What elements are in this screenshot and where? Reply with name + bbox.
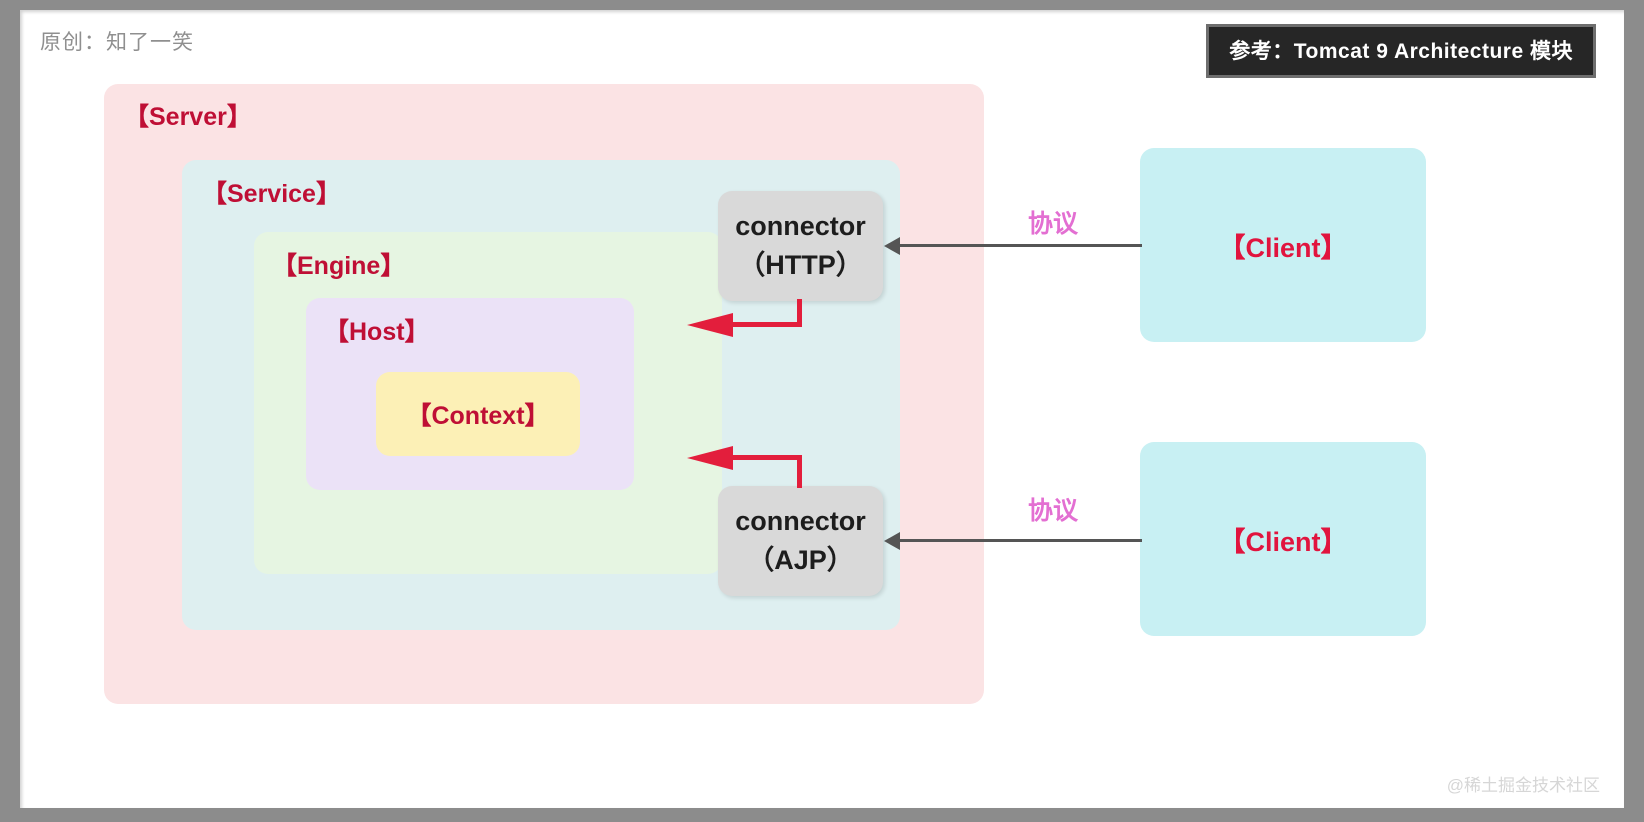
connector-http-node: connector （HTTP）: [718, 191, 883, 301]
arrow-http-to-engine-horizontal: [732, 322, 802, 327]
engine-label: 【Engine】: [272, 252, 406, 280]
author-credit: 原创：知了一笑: [40, 31, 194, 54]
client-node-bottom: 【Client】: [1140, 442, 1426, 636]
frame-border-right: [1624, 0, 1644, 822]
client-node-top: 【Client】: [1140, 148, 1426, 342]
context-label: 【Context】: [406, 402, 550, 430]
server-container: 【Server】 【Service】 【Engine】 【Host】 【Cont…: [104, 84, 984, 704]
arrow-ajp-to-host-vertical: [797, 455, 802, 488]
protocol-label-top: 协议: [1028, 210, 1079, 238]
arrow-http-to-engine-head-icon: [687, 313, 733, 337]
host-label: 【Host】: [324, 318, 430, 346]
reference-badge: 参考：Tomcat 9 Architecture 模块: [1206, 24, 1596, 78]
host-container: 【Host】 【Context】: [306, 298, 634, 490]
arrow-client-bottom-to-ajp-head-icon: [884, 532, 900, 550]
arrow-ajp-to-host-head-icon: [687, 446, 733, 470]
connector-http-title: connector: [735, 210, 866, 241]
frame-border-top: [0, 0, 1644, 10]
arrow-ajp-to-host-horizontal: [732, 455, 802, 460]
arrow-client-top-to-http-line: [896, 244, 1142, 247]
connector-ajp-protocol: （AJP）: [747, 545, 854, 575]
engine-container: 【Engine】 【Host】 【Context】: [254, 232, 722, 574]
server-label: 【Server】: [124, 103, 252, 131]
context-container: 【Context】: [376, 372, 580, 456]
site-watermark: @稀土掘金技术社区: [1446, 776, 1600, 795]
service-label: 【Service】: [202, 180, 341, 208]
arrow-http-to-engine-vertical: [797, 299, 802, 326]
connector-ajp-node: connector （AJP）: [718, 486, 883, 596]
connector-http-protocol: （HTTP）: [738, 250, 863, 280]
arrow-client-bottom-to-ajp-line: [896, 539, 1142, 542]
arrow-client-top-to-http-head-icon: [884, 237, 900, 255]
frame-border-bottom: [0, 808, 1644, 822]
protocol-label-bottom: 协议: [1028, 497, 1079, 525]
connector-ajp-title: connector: [735, 505, 866, 536]
frame-border-left: [0, 0, 20, 822]
